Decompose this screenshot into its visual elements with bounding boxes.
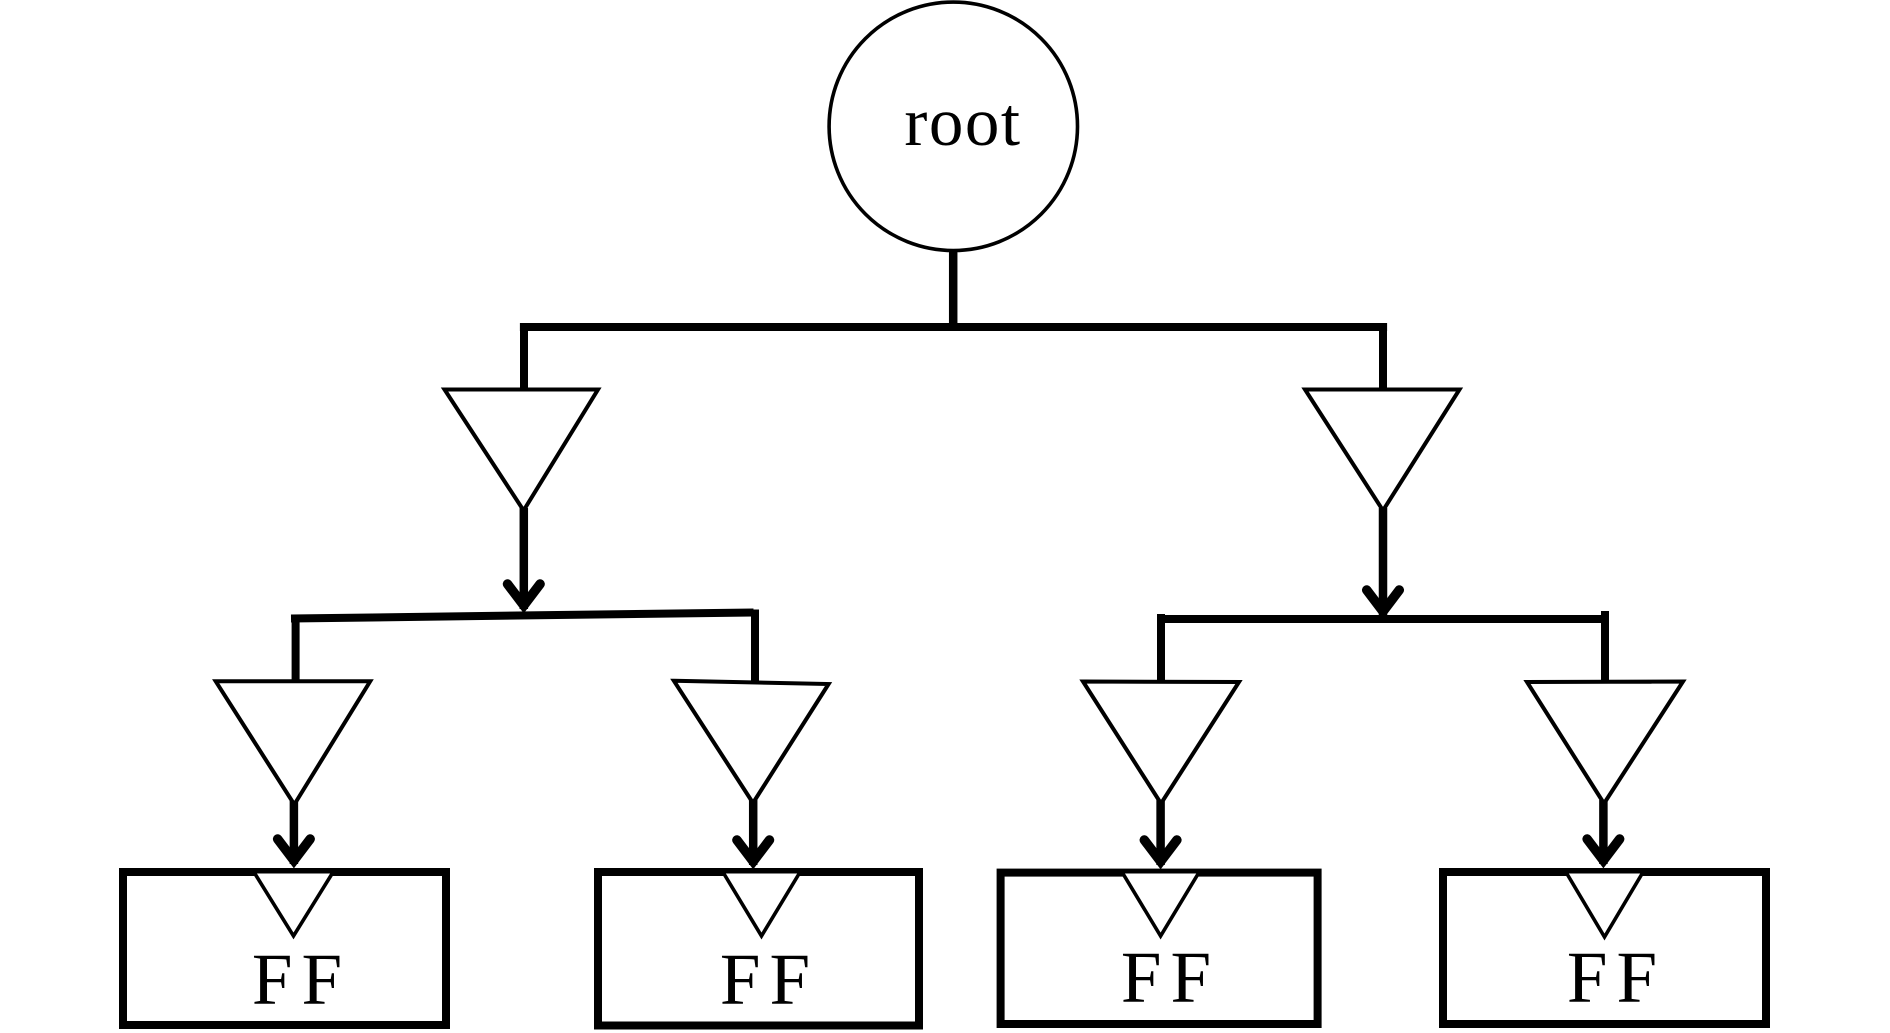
- svg-text:root: root: [904, 84, 1021, 160]
- svg-text:FF: FF: [720, 939, 819, 1020]
- svg-text:FF: FF: [1121, 937, 1220, 1018]
- svg-text:FF: FF: [1567, 937, 1666, 1018]
- svg-text:FF: FF: [252, 939, 351, 1020]
